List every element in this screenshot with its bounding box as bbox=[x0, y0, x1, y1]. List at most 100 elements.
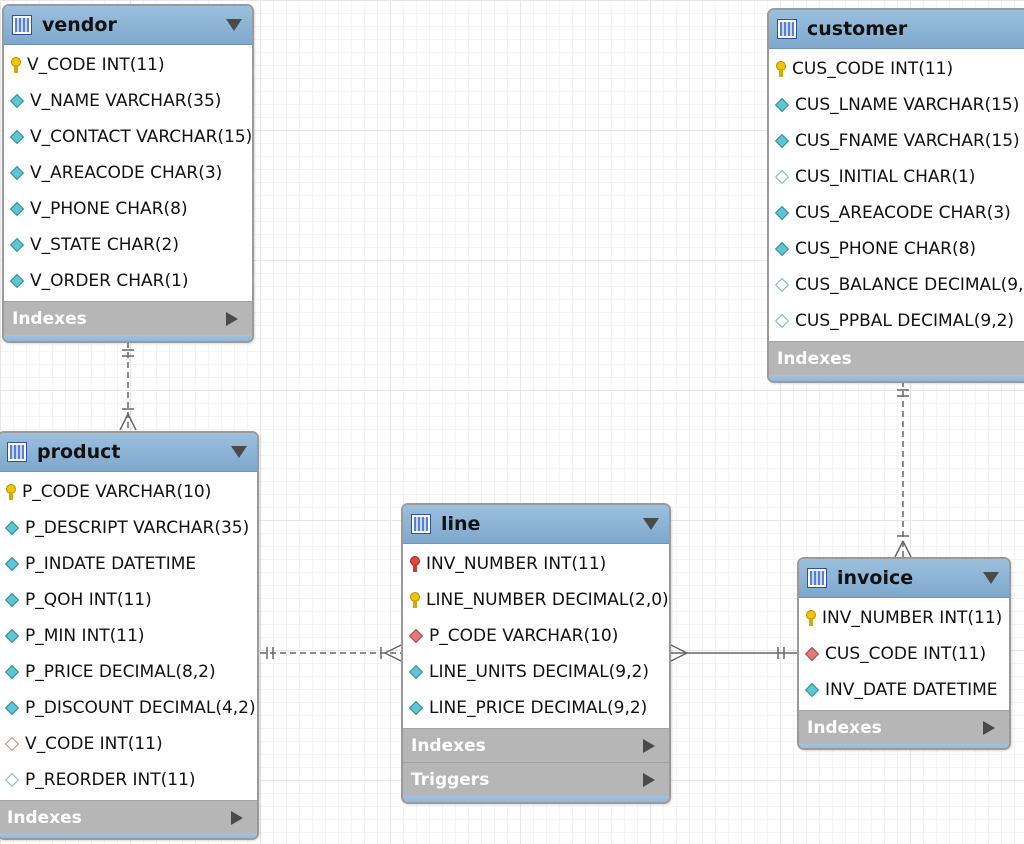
not-null-column-icon bbox=[774, 241, 790, 257]
column-row[interactable]: LINE_PRICE DECIMAL(9,2) bbox=[403, 690, 669, 726]
column-row[interactable]: CUS_PHONE CHAR(8) bbox=[769, 231, 1024, 267]
indexes-section[interactable]: Indexes bbox=[799, 710, 1009, 744]
column-text: V_CONTACT VARCHAR(15) bbox=[30, 127, 253, 147]
column-row[interactable]: CUS_PPBAL DECIMAL(9,2) bbox=[769, 303, 1024, 339]
entity-header[interactable]: customer bbox=[769, 10, 1024, 49]
entity-title: invoice bbox=[837, 567, 914, 589]
column-row[interactable]: V_ORDER CHAR(1) bbox=[4, 263, 252, 299]
column-row[interactable]: V_AREACODE CHAR(3) bbox=[4, 155, 252, 191]
entity-product[interactable]: product P_CODE VARCHAR(10) P_DESCRIPT VA… bbox=[0, 431, 259, 840]
column-text: V_CODE INT(11) bbox=[25, 734, 163, 754]
indexes-section[interactable]: Indexes bbox=[0, 800, 257, 834]
column-row[interactable]: P_MIN INT(11) bbox=[0, 618, 257, 654]
expand-triangle-icon[interactable] bbox=[643, 738, 655, 753]
column-text: INV_NUMBER INT(11) bbox=[426, 554, 607, 574]
table-icon bbox=[807, 568, 827, 588]
column-row[interactable]: CUS_FNAME VARCHAR(15) bbox=[769, 123, 1024, 159]
column-text: P_CODE VARCHAR(10) bbox=[22, 482, 212, 502]
column-row[interactable]: V_CODE INT(11) bbox=[4, 47, 252, 83]
expand-triangle-icon[interactable] bbox=[231, 810, 243, 825]
entity-header[interactable]: product bbox=[0, 433, 257, 472]
column-row[interactable]: CUS_BALANCE DECIMAL(9,2) bbox=[769, 267, 1024, 303]
entity-header[interactable]: vendor bbox=[4, 6, 252, 45]
not-null-column-icon bbox=[408, 700, 424, 716]
expand-triangle-icon[interactable] bbox=[643, 772, 655, 787]
primary-key-icon bbox=[776, 61, 786, 77]
not-null-column-icon bbox=[4, 700, 20, 716]
column-text: P_PRICE DECIMAL(8,2) bbox=[25, 662, 216, 682]
column-text: CUS_CODE INT(11) bbox=[792, 59, 954, 79]
column-text: CUS_PHONE CHAR(8) bbox=[795, 239, 977, 259]
column-row[interactable]: V_PHONE CHAR(8) bbox=[4, 191, 252, 227]
indexes-section[interactable]: Indexes bbox=[769, 341, 1024, 375]
expand-triangle-icon[interactable] bbox=[983, 720, 995, 735]
collapse-triangle-icon[interactable] bbox=[226, 19, 242, 31]
entity-customer[interactable]: customer CUS_CODE INT(11) CUS_LNAME VARC… bbox=[767, 8, 1024, 383]
not-null-column-icon bbox=[804, 682, 820, 698]
column-row[interactable]: CUS_CODE INT(11) bbox=[769, 51, 1024, 87]
relationship-customer-invoice[interactable] bbox=[894, 381, 912, 558]
column-row[interactable]: V_NAME VARCHAR(35) bbox=[4, 83, 252, 119]
not-null-column-icon bbox=[9, 129, 25, 145]
column-row[interactable]: P_CODE VARCHAR(10) bbox=[403, 618, 669, 654]
entity-header[interactable]: line bbox=[403, 505, 669, 544]
indexes-section[interactable]: Indexes bbox=[403, 728, 669, 762]
section-label: Indexes bbox=[411, 735, 486, 756]
collapse-triangle-icon[interactable] bbox=[231, 446, 247, 458]
column-row[interactable]: LINE_UNITS DECIMAL(9,2) bbox=[403, 654, 669, 690]
column-row[interactable]: CUS_INITIAL CHAR(1) bbox=[769, 159, 1024, 195]
entity-line[interactable]: line INV_NUMBER INT(11) LINE_NUMBER DECI… bbox=[401, 503, 671, 804]
entity-header[interactable]: invoice bbox=[799, 559, 1009, 598]
column-row[interactable]: INV_NUMBER INT(11) bbox=[403, 546, 669, 582]
not-null-column-icon bbox=[4, 520, 20, 536]
primary-key-icon bbox=[6, 484, 16, 500]
column-row[interactable]: V_CODE INT(11) bbox=[0, 726, 257, 762]
table-icon bbox=[411, 514, 431, 534]
column-row[interactable]: INV_DATE DATETIME bbox=[799, 672, 1009, 708]
relationship-product-line[interactable] bbox=[260, 644, 402, 662]
collapse-triangle-icon[interactable] bbox=[643, 518, 659, 530]
column-row[interactable]: V_CONTACT VARCHAR(15) bbox=[4, 119, 252, 155]
column-row[interactable]: V_STATE CHAR(2) bbox=[4, 227, 252, 263]
primary-key-icon bbox=[806, 610, 816, 626]
relationship-line-invoice[interactable] bbox=[670, 644, 797, 662]
column-row[interactable]: P_PRICE DECIMAL(8,2) bbox=[0, 654, 257, 690]
relationship-vendor-product[interactable] bbox=[119, 342, 137, 431]
column-row[interactable]: P_REORDER INT(11) bbox=[0, 762, 257, 798]
column-text: CUS_FNAME VARCHAR(15) bbox=[795, 131, 1020, 151]
column-row[interactable]: P_QOH INT(11) bbox=[0, 582, 257, 618]
column-text: CUS_LNAME VARCHAR(15) bbox=[795, 95, 1020, 115]
entity-title: vendor bbox=[42, 14, 117, 36]
entity-invoice[interactable]: invoice INV_NUMBER INT(11) CUS_CODE INT(… bbox=[797, 557, 1011, 750]
primary-key-icon bbox=[11, 57, 21, 73]
column-text: LINE_UNITS DECIMAL(9,2) bbox=[429, 662, 649, 682]
not-null-column-icon bbox=[774, 133, 790, 149]
expand-triangle-icon[interactable] bbox=[226, 311, 238, 326]
column-row[interactable]: CUS_CODE INT(11) bbox=[799, 636, 1009, 672]
column-list: P_CODE VARCHAR(10) P_DESCRIPT VARCHAR(35… bbox=[0, 472, 257, 800]
column-list: INV_NUMBER INT(11) LINE_NUMBER DECIMAL(2… bbox=[403, 544, 669, 728]
column-row[interactable]: P_INDATE DATETIME bbox=[0, 546, 257, 582]
entity-vendor[interactable]: vendor V_CODE INT(11) V_NAME VARCHAR(35)… bbox=[2, 4, 254, 343]
entity-title: product bbox=[37, 441, 121, 463]
column-text: LINE_NUMBER DECIMAL(2,0) bbox=[426, 590, 669, 610]
column-row[interactable]: CUS_LNAME VARCHAR(15) bbox=[769, 87, 1024, 123]
indexes-section[interactable]: Indexes bbox=[4, 301, 252, 335]
nullable-column-icon bbox=[774, 169, 790, 185]
column-text: V_NAME VARCHAR(35) bbox=[30, 91, 222, 111]
primary-key-icon bbox=[410, 592, 420, 608]
column-text: CUS_PPBAL DECIMAL(9,2) bbox=[795, 311, 1015, 331]
column-row[interactable]: P_DISCOUNT DECIMAL(4,2) bbox=[0, 690, 257, 726]
column-text: INV_NUMBER INT(11) bbox=[822, 608, 1003, 628]
column-row[interactable]: P_DESCRIPT VARCHAR(35) bbox=[0, 510, 257, 546]
column-row[interactable]: INV_NUMBER INT(11) bbox=[799, 600, 1009, 636]
column-text: V_PHONE CHAR(8) bbox=[30, 199, 188, 219]
column-row[interactable]: P_CODE VARCHAR(10) bbox=[0, 474, 257, 510]
table-icon bbox=[777, 19, 797, 39]
not-null-column-icon bbox=[9, 93, 25, 109]
column-text: P_CODE VARCHAR(10) bbox=[429, 626, 619, 646]
column-row[interactable]: LINE_NUMBER DECIMAL(2,0) bbox=[403, 582, 669, 618]
triggers-section[interactable]: Triggers bbox=[403, 762, 669, 796]
column-row[interactable]: CUS_AREACODE CHAR(3) bbox=[769, 195, 1024, 231]
collapse-triangle-icon[interactable] bbox=[983, 572, 999, 584]
